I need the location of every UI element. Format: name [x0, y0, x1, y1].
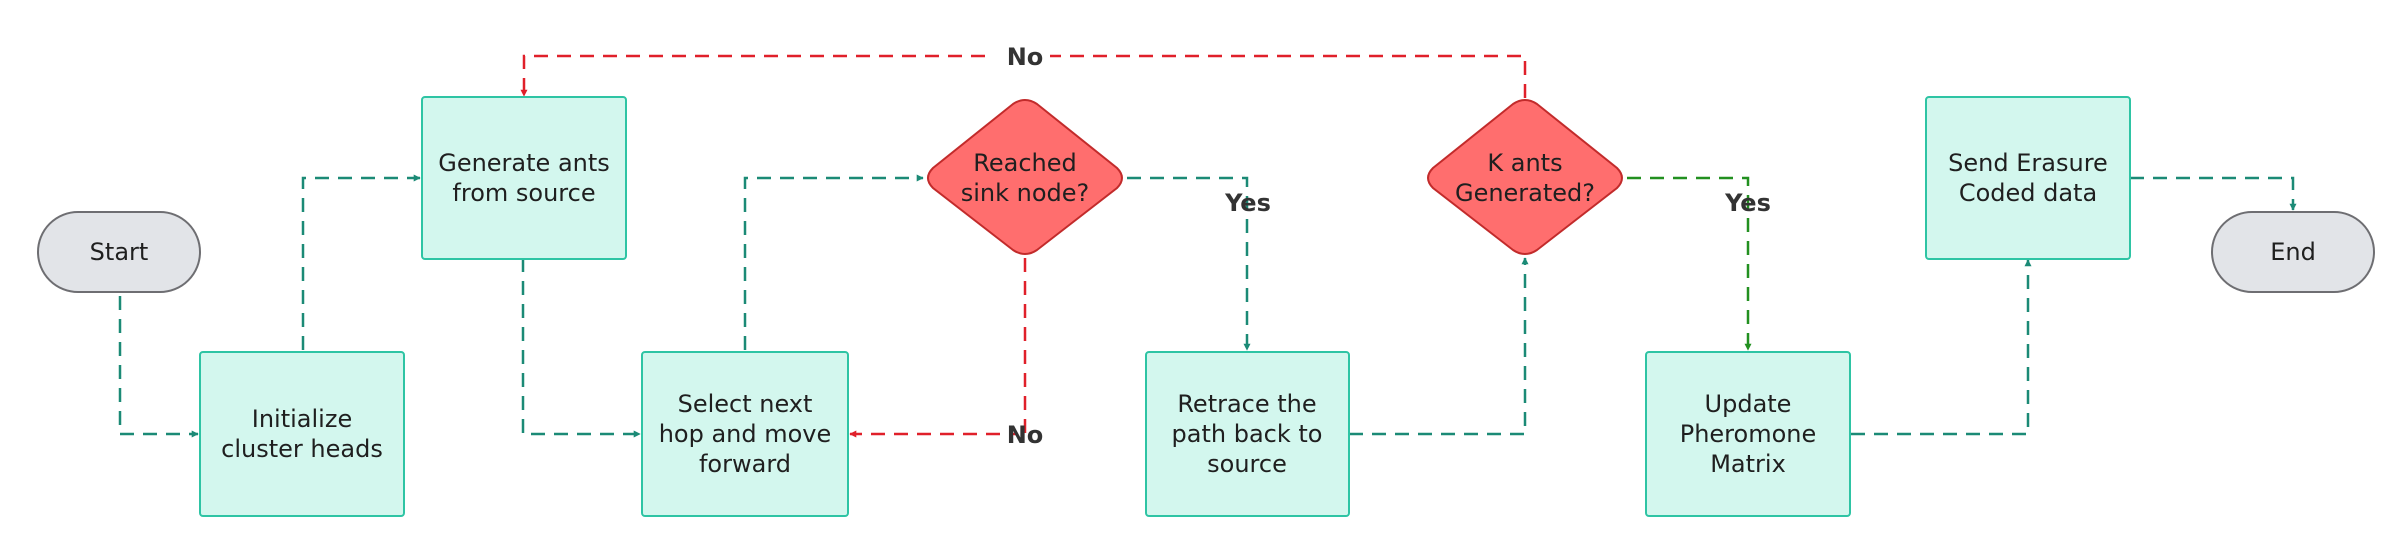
- kants-label-line: K ants: [1487, 149, 1562, 177]
- start-label: Start: [90, 238, 149, 266]
- edge-send-to-end: [2130, 176, 2297, 211]
- start-terminal: Start: [37, 211, 201, 293]
- edge-gen-to-select: [521, 258, 641, 438]
- edge-labels: No No Yes Yes: [1007, 43, 1771, 449]
- edges: [118, 54, 2297, 438]
- select-label-line: Select next: [678, 390, 813, 418]
- edge-select-to-reached: [743, 174, 924, 350]
- edge-start-to-init: [118, 296, 199, 438]
- edge-label-no-top: No: [1007, 43, 1044, 71]
- edge-reached-yes-to-retrace: [1127, 176, 1251, 351]
- edge-retrace-to-kants: [1349, 257, 1529, 436]
- retrace-label-line: source: [1207, 450, 1287, 478]
- edge-kants-yes-to-update: [1627, 176, 1752, 351]
- gen-label-line: Generate ants: [438, 149, 610, 177]
- edge-reached-no-to-select: [850, 258, 1027, 434]
- init-label-line: cluster heads: [221, 435, 383, 463]
- update-label-line: Update: [1705, 390, 1792, 418]
- edge-label-no-bottom: No: [1007, 421, 1044, 449]
- select-label-line: hop and move: [659, 420, 832, 448]
- gen-label-line: from source: [452, 179, 595, 207]
- end-label-line: End: [2270, 238, 2316, 266]
- update-label-line: Pheromone: [1680, 420, 1817, 448]
- kants-label-line: Generated?: [1455, 179, 1595, 207]
- send-label-line: Coded data: [1959, 179, 2097, 207]
- end-terminal: End: [2211, 211, 2375, 293]
- reached-label-line: Reached: [973, 149, 1076, 177]
- edge-label-yes-reached: Yes: [1224, 189, 1271, 217]
- retrace-label-line: path back to: [1172, 420, 1323, 448]
- edge-label-yes-kants: Yes: [1724, 189, 1771, 217]
- start-label-line: Start: [90, 238, 149, 266]
- init-label-line: Initialize: [252, 405, 352, 433]
- edge-update-to-send: [1851, 259, 2032, 436]
- select-label-line: forward: [699, 450, 791, 478]
- update-label-line: Matrix: [1710, 450, 1786, 478]
- end-label: End: [2270, 238, 2316, 266]
- edge-kants-no-to-gen: [524, 54, 1527, 98]
- retrace-label-line: Retrace the: [1177, 390, 1316, 418]
- reached-label-line: sink node?: [961, 179, 1090, 207]
- edge-init-to-gen: [301, 174, 421, 350]
- send-label-line: Send Erasure: [1948, 149, 2108, 177]
